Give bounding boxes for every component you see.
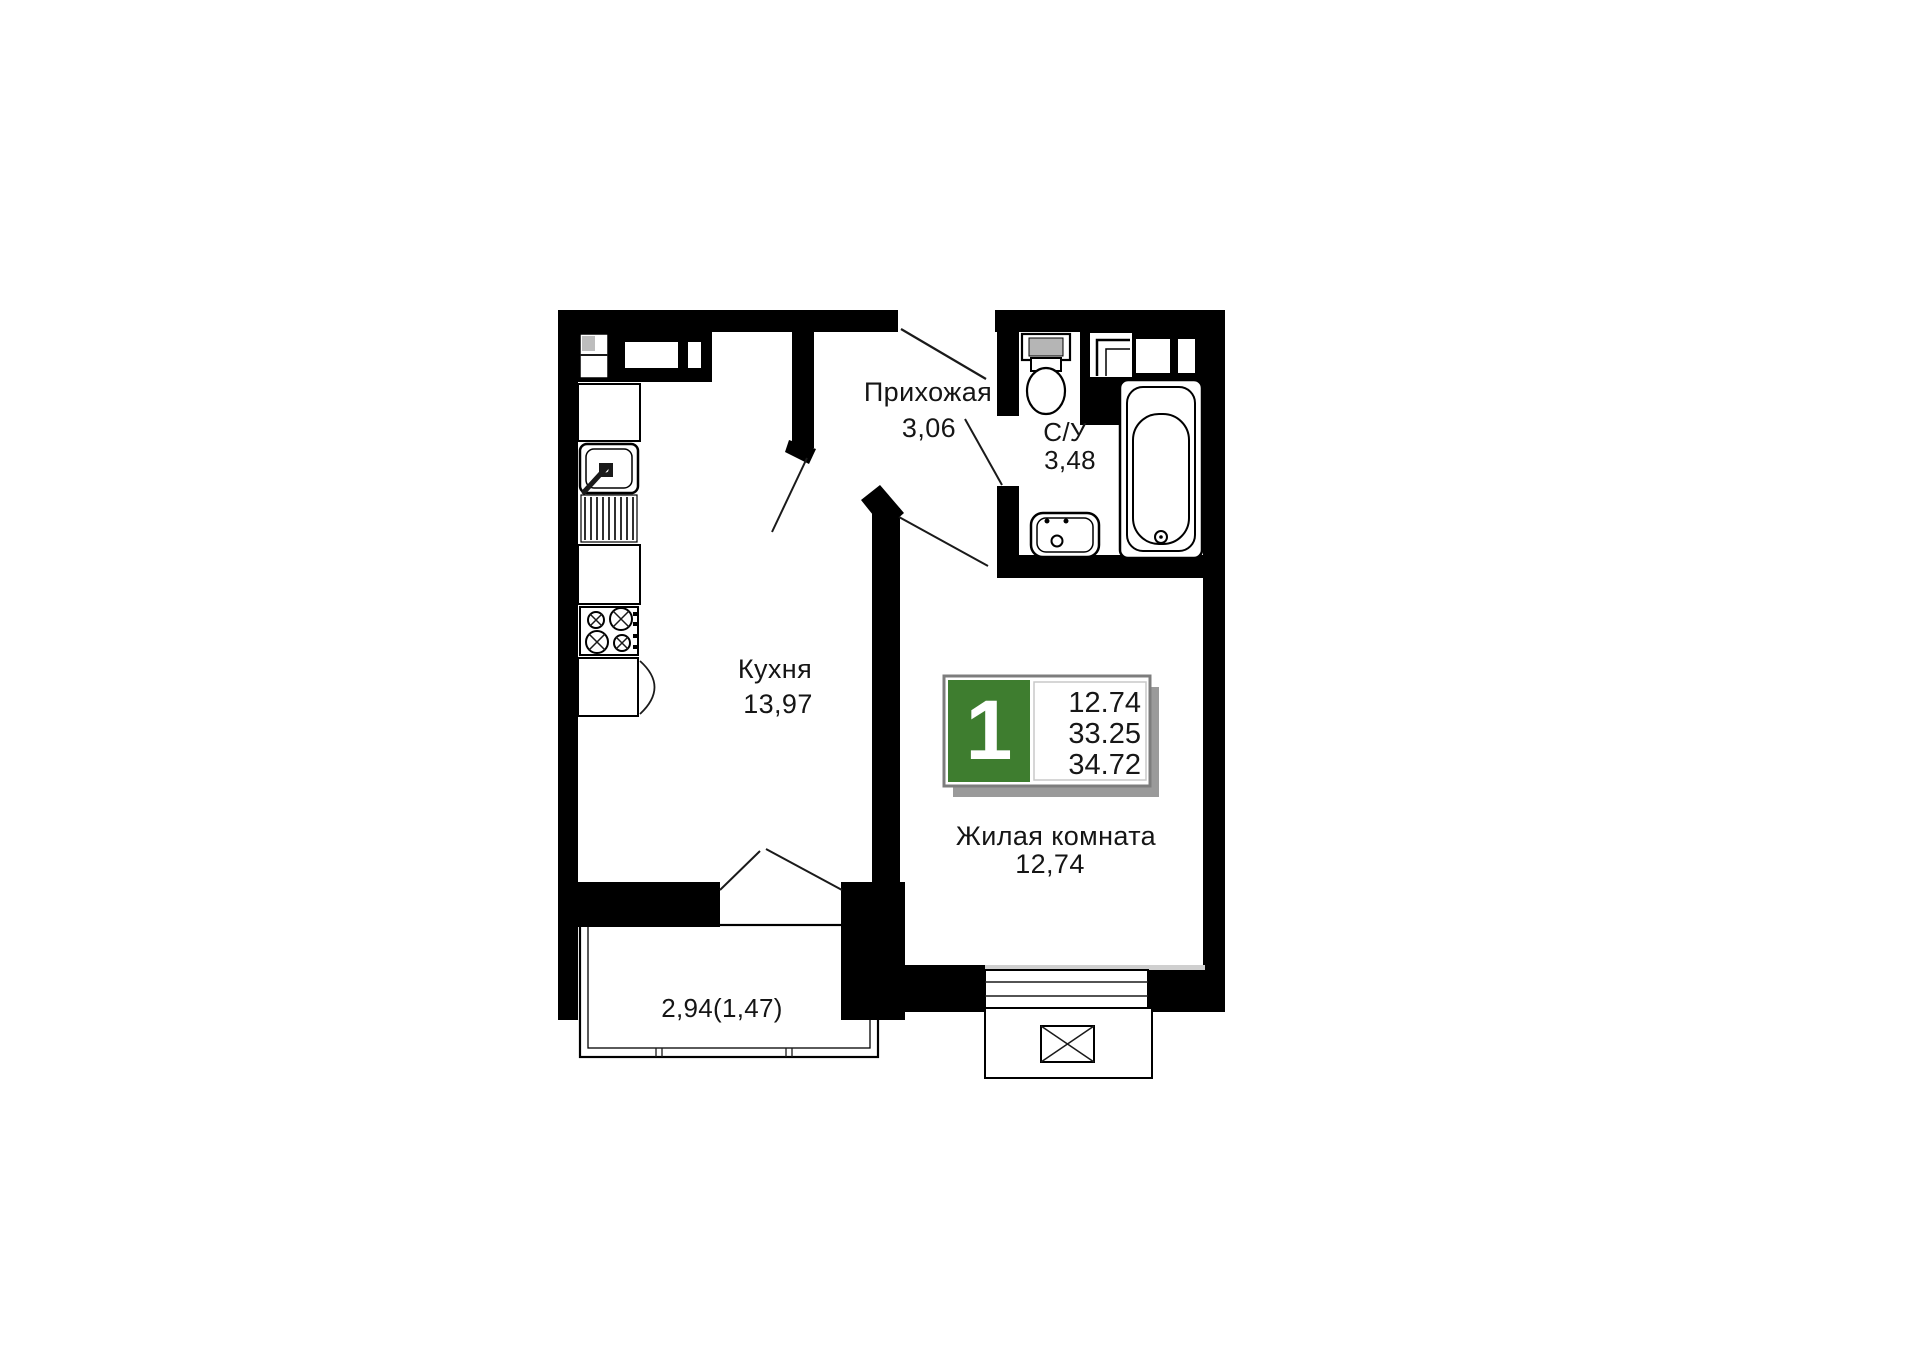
balcony-frame-inner xyxy=(587,924,871,1049)
burner-cross xyxy=(615,636,629,650)
kitchen-cabinet-2 xyxy=(577,544,641,605)
ac-unit-cross xyxy=(1040,1025,1095,1063)
bathroom-sink-drain xyxy=(1050,534,1064,548)
kitchen-cabinet-top-shade xyxy=(582,336,595,351)
hallway-label: Прихожая xyxy=(864,377,992,407)
corner-shelf-edge xyxy=(1095,338,1130,376)
wall-bathroom-bottom xyxy=(997,555,1205,578)
burner-cross xyxy=(612,610,630,628)
bathtub-fixture xyxy=(1118,378,1204,560)
wall-living-bottom-left xyxy=(898,965,985,1012)
badge-area-living: 12.74 xyxy=(1068,687,1141,719)
toilet-bowl xyxy=(1025,366,1067,416)
bathroom-corner-shelf-icon xyxy=(1090,333,1132,377)
wall-left xyxy=(558,310,578,1020)
bathroom-sink-fixture xyxy=(1029,511,1101,559)
sink-tap-dot xyxy=(1044,518,1050,524)
kitchen-fridge-edge xyxy=(618,342,625,368)
entrance-door-swing xyxy=(900,328,987,380)
balcony-door-swing-right xyxy=(765,848,843,891)
wall-kitchen-hallway xyxy=(792,332,814,448)
badge-rooms-count-box xyxy=(948,680,1030,782)
burner-cross xyxy=(588,633,606,651)
hallway-area: 3,06 xyxy=(902,413,956,443)
stove-knob xyxy=(633,634,638,638)
kitchen-stove-fixture xyxy=(579,606,639,656)
corner-shelf-inner-edge xyxy=(1105,348,1130,376)
bathroom-door-swing xyxy=(964,418,1003,486)
bathtub-basin xyxy=(1132,413,1190,545)
living-window xyxy=(984,969,1149,1009)
toilet-fixture xyxy=(1020,332,1072,416)
badge-area-total: 34.72 xyxy=(1068,749,1141,781)
living-area: 12,74 xyxy=(1015,849,1085,879)
stove-knob xyxy=(633,612,638,616)
door-jamb-kitchen xyxy=(785,440,816,464)
kitchen-door-swing xyxy=(771,457,808,533)
bathroom-label: С/У xyxy=(1043,417,1087,447)
room-labels: Прихожая 3,06 С/У 3,48 Кухня 13,97 Жилая… xyxy=(661,377,1156,1023)
kitchen-cabinet-1 xyxy=(577,383,641,442)
wall-face-line xyxy=(985,965,1205,970)
ac-unit-marker xyxy=(1040,1025,1095,1063)
badge-rooms-count: 1 xyxy=(966,683,1013,777)
washer-marker xyxy=(1136,339,1170,373)
stove-knob xyxy=(633,645,638,649)
living-label: Жилая комната xyxy=(956,821,1157,851)
toilet-tank-lid xyxy=(1028,337,1064,357)
boiler-marker xyxy=(1178,339,1195,373)
wall-kitchen-bottom xyxy=(558,882,720,927)
wall-balcony-right-chunk xyxy=(841,882,905,1020)
balcony-area: 2,94(1,47) xyxy=(661,993,783,1023)
wall-bathroom-left-upper xyxy=(997,332,1019,416)
wall-living-bottom-right xyxy=(1148,965,1225,1012)
badge-areas-border xyxy=(1033,681,1147,781)
balcony-glazing xyxy=(578,923,880,1059)
kitchen-drainer-icon xyxy=(580,494,638,543)
kitchen-faucet-icon xyxy=(581,465,609,495)
kitchen-fridge-icon xyxy=(618,342,678,368)
kitchen-cabinet-3 xyxy=(577,657,639,717)
badge-area-no-balcony: 33.25 xyxy=(1068,718,1141,750)
stove-knob xyxy=(633,622,638,626)
bathtub-drain-dot xyxy=(1159,535,1163,539)
door-swings xyxy=(719,328,1003,891)
living-window-group xyxy=(984,965,1205,1079)
kitchen-fixtures xyxy=(577,333,701,717)
balcony-door-swing-left xyxy=(719,850,761,891)
cabinet-door-arc xyxy=(639,660,656,715)
kitchen-area: 13,97 xyxy=(743,689,813,719)
kitchen-counter-end xyxy=(688,342,701,368)
wall-right xyxy=(1203,310,1225,1012)
kitchen-label: Кухня xyxy=(738,654,812,684)
bathroom-area: 3,48 xyxy=(1044,445,1096,475)
bathroom-fixtures xyxy=(1020,332,1204,560)
burner-cross xyxy=(589,613,603,627)
unit-info-badge: 1 12.74 33.25 34.72 xyxy=(942,674,1159,797)
sink-tap-dot xyxy=(1063,518,1069,524)
living-door-swing xyxy=(898,516,989,567)
